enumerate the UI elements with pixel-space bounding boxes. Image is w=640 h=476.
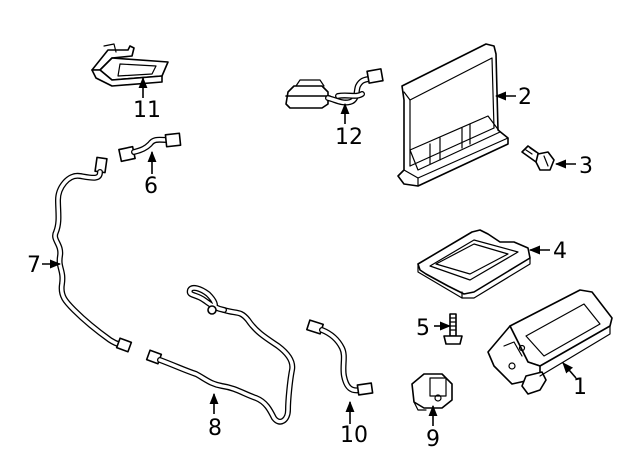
- callout-6: 6: [144, 174, 158, 199]
- callout-10: 10: [340, 423, 368, 448]
- callout-8: 8: [208, 416, 222, 441]
- callout-9: 9: [426, 427, 440, 452]
- callout-12: 12: [335, 125, 363, 150]
- part-2-housing[interactable]: [397, 43, 509, 187]
- part-12-module[interactable]: [285, 68, 384, 109]
- callout-7: 7: [27, 253, 41, 278]
- part-10-harness[interactable]: [305, 319, 374, 396]
- part-8-harness[interactable]: [145, 284, 296, 425]
- part-4-tray[interactable]: [417, 229, 531, 299]
- callout-5: 5: [416, 316, 430, 341]
- callout-3: 3: [579, 154, 593, 179]
- leader-lines: [42, 76, 577, 426]
- part-11-bracket[interactable]: [91, 43, 169, 87]
- part-5-bolt[interactable]: [443, 313, 463, 345]
- part-9-clip[interactable]: [411, 373, 453, 411]
- part-6-harness[interactable]: [118, 132, 182, 163]
- callout-4: 4: [553, 239, 567, 264]
- callouts: 11 12 2 3 6 4 7 5 1 8 10 9: [27, 85, 593, 452]
- part-1-module[interactable]: [487, 289, 613, 395]
- callout-11: 11: [133, 98, 161, 123]
- part-3-bolt[interactable]: [521, 145, 555, 171]
- callout-2: 2: [518, 85, 532, 110]
- part-7-harness[interactable]: [52, 156, 133, 353]
- leader-1: [562, 362, 577, 379]
- callout-1: 1: [573, 375, 587, 400]
